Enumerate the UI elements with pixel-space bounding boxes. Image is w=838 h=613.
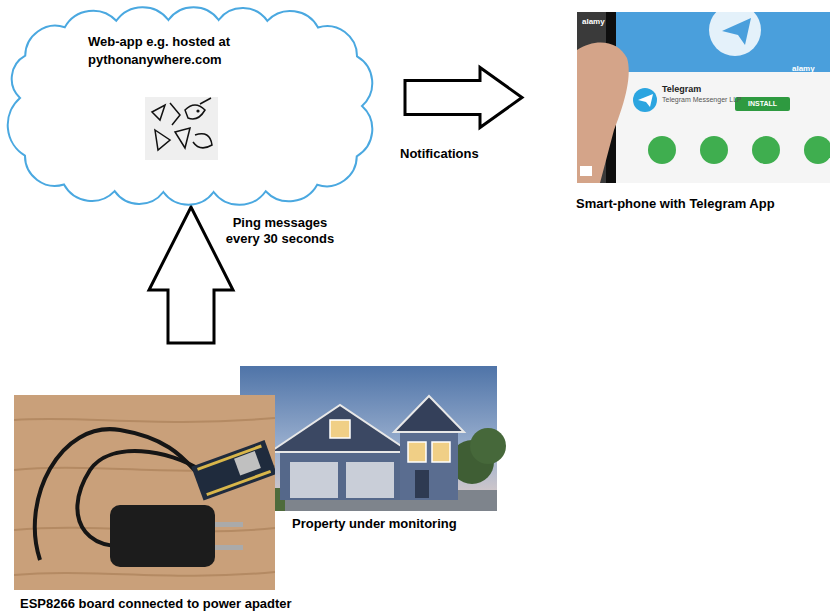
cloud-node: Web-app e.g. hosted at pythonanywhere.co… [5, 5, 377, 207]
smartphone-photo-part [709, 12, 761, 56]
button-label: INSTALL [735, 98, 790, 110]
house-photo-part [270, 405, 410, 452]
smartphone-photo-part [577, 12, 830, 183]
house-photo-part [400, 430, 458, 500]
house-photo-part [290, 462, 338, 498]
watermark: alamy [582, 15, 605, 28]
pythonanywhere-logo-part [185, 105, 205, 119]
house-photo [240, 366, 506, 511]
edge-label: Ping messages every 30 seconds [218, 215, 342, 247]
edge-label: Notifications [400, 146, 479, 162]
pythonanywhere-logo-part [175, 128, 190, 148]
pythonanywhere-logo-part [170, 103, 180, 125]
house-photo-part [394, 396, 464, 432]
esp8266-node: ESP8266 board connected to power apadter [14, 395, 275, 590]
smartphone-photo [577, 12, 830, 183]
esp8266-photo-part [191, 440, 275, 501]
pythonanywhere-logo [145, 97, 218, 160]
house-photo-part [415, 470, 429, 498]
esp8266-photo-part-part [197, 445, 262, 471]
pythonanywhere-logo-part [196, 109, 199, 112]
image-caption: Property under monitoring [292, 515, 457, 533]
house-photo-part [432, 442, 450, 462]
house-photo-part [346, 462, 394, 498]
house-photo-part [470, 428, 506, 464]
smartphone-photo-part [700, 136, 728, 164]
image-caption: ESP8266 board connected to power apadter [20, 595, 292, 613]
house-photo-part [240, 366, 497, 511]
publisher-name: Telegram Messenger LLP [662, 94, 742, 106]
smartphone-photo-part [722, 18, 751, 45]
smartphone-photo-part [638, 94, 653, 107]
smartphone-photo-part [735, 97, 790, 111]
esp8266-photo [14, 395, 275, 590]
block-arrow [149, 207, 233, 343]
esp8266-photo-part [215, 522, 243, 527]
house-photo-part [408, 442, 426, 462]
esp8266-photo-part [14, 418, 275, 422]
esp8266-photo-part [14, 395, 275, 590]
block-arrow [405, 68, 522, 128]
pythonanywhere-logo-part [193, 134, 212, 148]
image-caption: Smart-phone with Telegram App [576, 195, 775, 213]
pythonanywhere-logo-part [155, 130, 170, 150]
app-name: Telegram [662, 82, 701, 96]
watermark: alamy [792, 62, 815, 75]
house-photo-part [330, 420, 350, 438]
pythonanywhere-logo-part [200, 98, 211, 104]
esp8266-photo-part-part [206, 470, 271, 496]
house-photo-part [280, 450, 400, 500]
pythonanywhere-logo-part [152, 105, 165, 120]
esp8266-photo-part-part [191, 440, 275, 501]
pythonanywhere-logo-part [145, 97, 218, 160]
esp8266-photo-part [14, 572, 275, 576]
smartphone-photo-part [752, 136, 780, 164]
esp8266-photo-part [215, 545, 243, 550]
node-label: Web-app e.g. hosted at pythonanywhere.co… [88, 33, 240, 69]
smartphone-photo-part [577, 42, 629, 183]
smartphone-photo-part [648, 136, 676, 164]
cloud-shape [8, 7, 373, 205]
smartphone-photo-part [580, 166, 592, 176]
smartphone-photo-part [804, 136, 830, 164]
property-node: Property under monitoring [240, 366, 497, 511]
esp8266-photo-part [110, 505, 215, 567]
smartphone-photo-part [633, 88, 657, 112]
